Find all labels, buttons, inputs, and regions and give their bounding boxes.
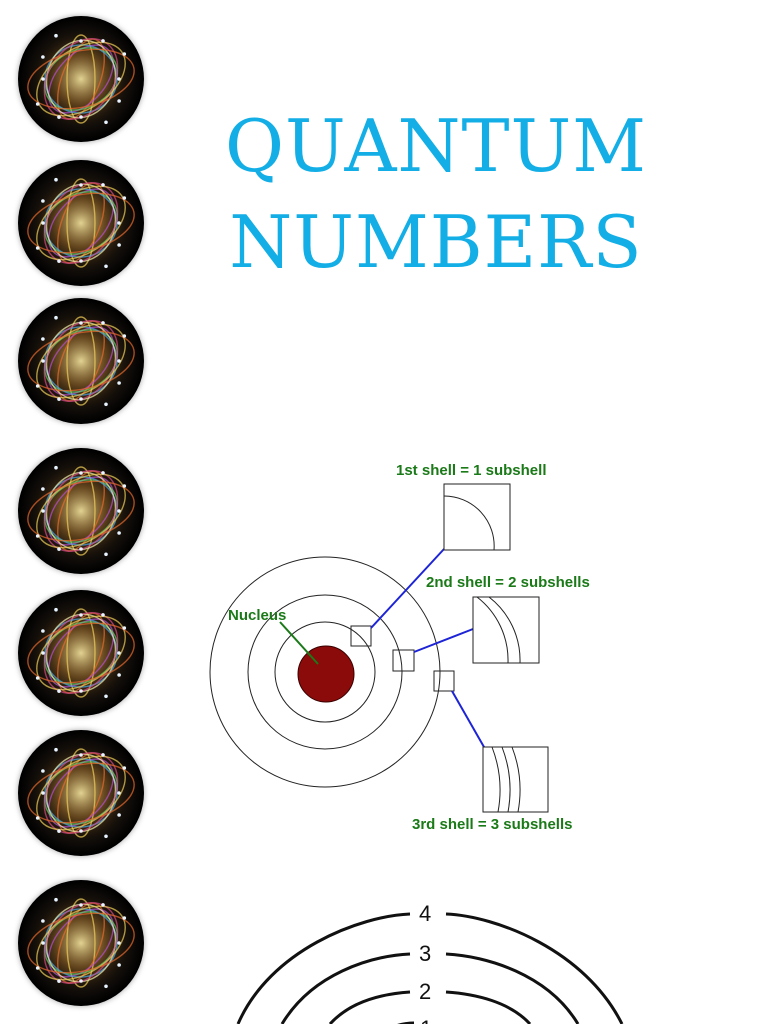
ring-4: [236, 912, 411, 1024]
quantum-orb-art: [26, 306, 136, 416]
quantum-orb-art: [26, 888, 136, 998]
subshell-box-2: [472, 596, 540, 664]
quantum-orb-icon: [18, 298, 144, 424]
ring-1-label: 1: [420, 1016, 432, 1024]
shell-3-label: 3rd shell = 3 subshells: [412, 816, 573, 833]
ring-2-label: 2: [419, 979, 431, 1004]
shell-3-marker: [433, 670, 455, 692]
connector-shell-1: [370, 548, 445, 629]
quantum-orb-art: [26, 456, 136, 566]
subshell-arc-2b: [488, 596, 521, 664]
connector-shell-2: [413, 628, 474, 653]
shell-2-label: 2nd shell = 2 subshells: [426, 574, 590, 591]
shell-1-label: 1st shell = 1 subshell: [396, 462, 546, 479]
ring-2: [328, 990, 411, 1024]
nucleus-label: Nucleus: [228, 607, 286, 624]
energy-level-ring-diagram: 4 3 2 1: [230, 890, 630, 1024]
ring-3-right: [445, 952, 580, 1024]
subshell-box-1: [443, 483, 511, 551]
subshell-arc-2a: [476, 596, 509, 664]
subshell-arc-1a: [443, 495, 495, 551]
nucleus-pointer: [279, 621, 319, 665]
ring-1: [397, 1021, 415, 1024]
ring-2-right: [445, 990, 532, 1024]
shell-1-marker: [350, 625, 372, 647]
subshell-arc-3c: [511, 746, 521, 813]
page-title: QUANTUM NUMBERS: [176, 98, 696, 290]
quantum-orb-art: [26, 24, 136, 134]
ring-4-label: 4: [419, 901, 431, 926]
shell-3-circle: [209, 556, 441, 788]
shell-1-circle: [274, 621, 376, 723]
shell-subshell-diagram: Nucleus 1st shell = 1 subshell 2nd shell…: [200, 450, 640, 845]
quantum-orb-icon: [18, 590, 144, 716]
ring-3-label: 3: [419, 941, 431, 966]
quantum-orb-icon: [18, 448, 144, 574]
connector-shell-3: [451, 690, 485, 748]
quantum-orb-art: [26, 168, 136, 278]
subshell-arc-3a: [491, 746, 501, 813]
quantum-orb-icon: [18, 160, 144, 286]
title-line-2: NUMBERS: [229, 200, 643, 284]
title-line-1: QUANTUM: [225, 104, 647, 188]
shell-2-circle: [247, 594, 403, 750]
quantum-orb-art: [26, 738, 136, 848]
quantum-orb-icon: [18, 16, 144, 142]
subshell-arc-3b: [501, 746, 511, 813]
quantum-orb-icon: [18, 880, 144, 1006]
nucleus: [297, 645, 355, 703]
shell-2-marker: [392, 649, 415, 672]
ring-3: [280, 952, 411, 1024]
quantum-orb-icon: [18, 730, 144, 856]
decorative-orb-column: [0, 0, 160, 1024]
quantum-orb-art: [26, 598, 136, 708]
ring-4-right: [445, 912, 624, 1024]
